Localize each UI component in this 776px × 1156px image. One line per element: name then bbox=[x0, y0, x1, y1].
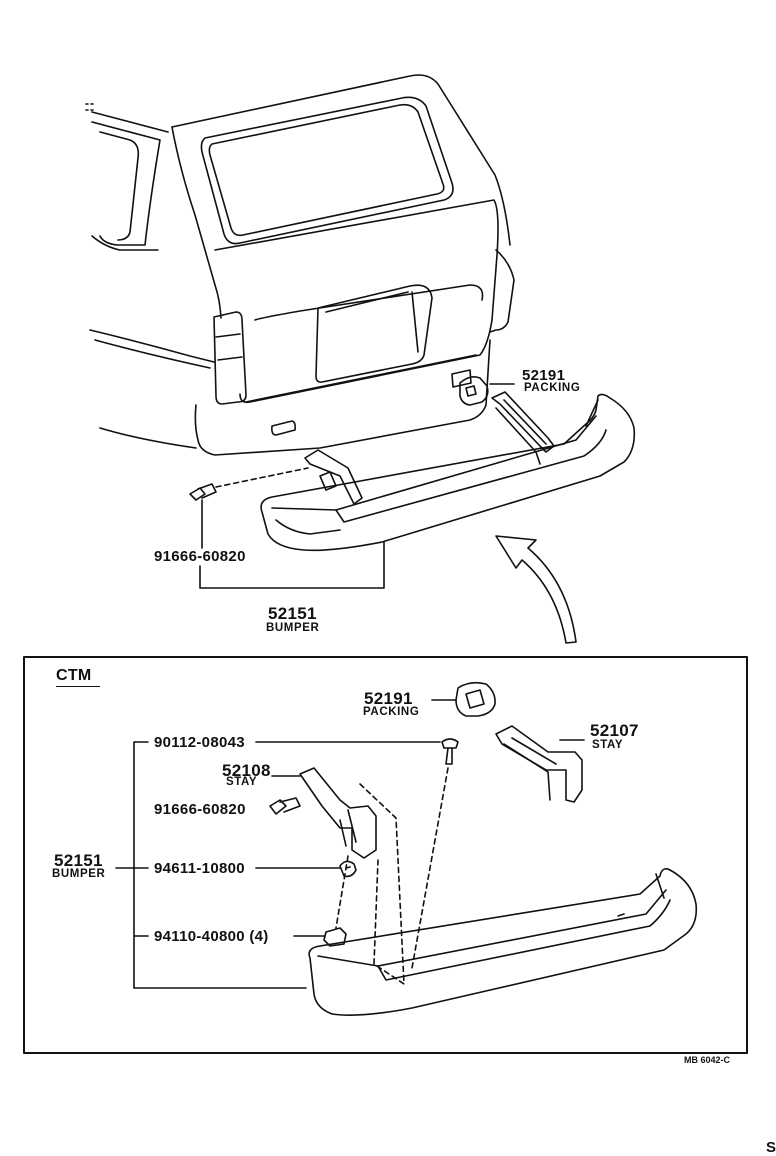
stay-left-upper bbox=[304, 449, 363, 505]
inset-screw-number: 91666-60820 bbox=[154, 801, 246, 818]
stay-right-inset bbox=[495, 725, 583, 803]
upper-bumper-number: 52151 bbox=[268, 604, 317, 623]
inset-nut-number: 94110-40800 (4) bbox=[154, 928, 269, 945]
inset-stay-right-number: 52107 bbox=[590, 721, 639, 740]
upper-bumper-name: BUMPER bbox=[266, 622, 320, 634]
stay-right-upper bbox=[491, 391, 555, 465]
ctm-inset-frame bbox=[23, 656, 748, 1054]
leader-inset-bracket bbox=[133, 741, 307, 989]
upper-screw-number: 91666-60820 bbox=[154, 548, 246, 565]
inset-packing-name: PACKING bbox=[363, 706, 420, 718]
corner-mark: S bbox=[766, 1139, 776, 1156]
inset-washer-number: 94611-10800 bbox=[154, 860, 245, 877]
figure-code: MB 6042-C bbox=[684, 1055, 731, 1065]
upper-packing-number: 52191 bbox=[522, 367, 566, 384]
inset-bolt-number: 90112-08043 bbox=[154, 734, 245, 751]
washer-inset bbox=[339, 860, 357, 878]
inset-title: CTM bbox=[56, 667, 92, 684]
inset-packing-number: 52191 bbox=[364, 689, 413, 708]
upper-packing-name: PACKING bbox=[524, 382, 581, 394]
nut-inset bbox=[323, 927, 347, 947]
leader-upper-bumper bbox=[199, 541, 385, 589]
bumper-upper bbox=[260, 393, 636, 552]
inset-stay-left-name: STAY bbox=[226, 776, 258, 788]
inset-stay-left-number: 52108 bbox=[222, 761, 271, 780]
stay-to-nut-guide bbox=[335, 855, 349, 929]
screw-inset bbox=[269, 797, 301, 815]
vehicle-rear-body bbox=[85, 74, 515, 456]
pointer-arrow bbox=[495, 535, 577, 644]
screw-upper bbox=[189, 467, 309, 501]
bolt-inset bbox=[411, 738, 459, 969]
inset-title-underline bbox=[56, 686, 100, 687]
inset-bumper-number: 52151 bbox=[54, 851, 103, 870]
stay-left-inset bbox=[299, 767, 377, 859]
inset-bumper-name: BUMPER bbox=[52, 868, 106, 880]
packing-inset bbox=[455, 681, 496, 717]
packing-upper bbox=[459, 376, 489, 406]
bumper-inset bbox=[308, 868, 698, 1016]
stay-dashed-outline bbox=[359, 783, 405, 985]
inset-stay-right-name: STAY bbox=[592, 739, 624, 751]
